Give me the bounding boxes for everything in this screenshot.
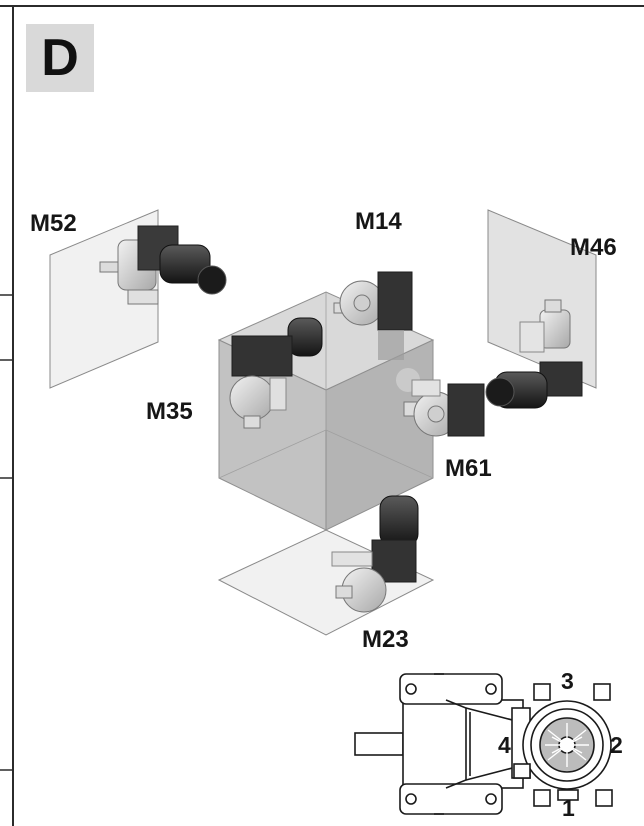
section-letter: D [26, 28, 94, 88]
label-m23: M23 [362, 626, 409, 654]
terminal-position-1: 1 [562, 795, 575, 822]
label-m14: M14 [355, 208, 402, 236]
terminal-position-3: 3 [561, 668, 574, 695]
label-m46: M46 [570, 234, 617, 262]
terminal-position-2: 2 [610, 732, 623, 759]
label-m52: M52 [30, 210, 77, 238]
terminal-position-4: 4 [498, 732, 511, 759]
terminal-box-drawing [355, 674, 612, 814]
label-m61: M61 [445, 455, 492, 483]
label-m35: M35 [146, 398, 193, 426]
section-badge: D [26, 24, 94, 92]
